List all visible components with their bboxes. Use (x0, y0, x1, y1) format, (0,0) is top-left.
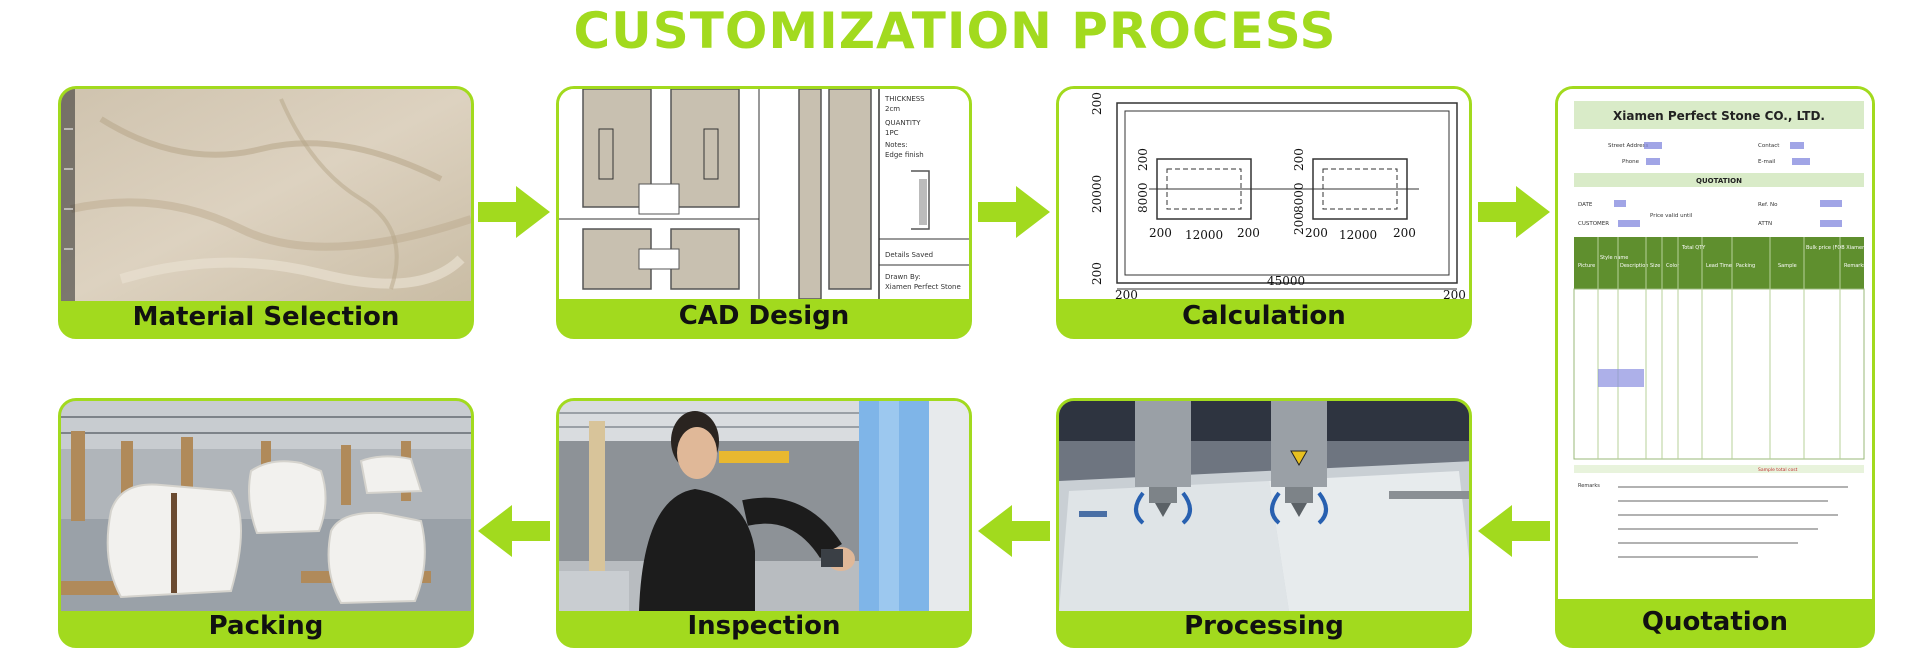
step-label: Material Selection (132, 302, 400, 332)
quotation-company: Xiamen Perfect Stone CO., LTD. (1613, 109, 1825, 123)
dimension-label: 200 (1136, 148, 1150, 171)
dimension-label: 200 (1292, 148, 1306, 171)
arrow-left-icon (478, 505, 550, 557)
step-card-cad-design: THICKNESS 2cm QUANTITY 1PC Notes: Edge f… (556, 86, 972, 339)
dimension-label: 200 (1443, 288, 1466, 299)
cad-note: Drawn By: (885, 273, 921, 281)
quotation-column: Bulk price (FOB Xiamen) (1806, 245, 1867, 251)
packed-slabs-photo (61, 401, 471, 611)
worker-inspecting-photo (559, 401, 969, 611)
dimension-label: 200 (1149, 226, 1172, 240)
dimension-label: 45000 (1267, 274, 1305, 288)
cad-note: Notes: (885, 141, 908, 149)
step-card-processing: Processing (1056, 398, 1472, 648)
quotation-column: Picture (1578, 263, 1595, 269)
quotation-field: DATE (1578, 202, 1593, 208)
dimension-label: 20000 (1090, 175, 1104, 213)
step-card-packing: Packing (58, 398, 474, 648)
step-label: Quotation (1641, 607, 1789, 637)
arrow-left-icon (1478, 505, 1550, 557)
arrow-right-icon (978, 186, 1050, 238)
cad-note: 2cm (885, 105, 900, 113)
marble-slab-photo (61, 89, 471, 301)
step-label: Inspection (687, 611, 841, 641)
dimension-label: 8000 (1136, 182, 1150, 213)
quotation-field: E-mail (1758, 159, 1776, 165)
step-card-calculation: 200 20000 8000 200 200 12000 200 200 800… (1056, 86, 1472, 339)
cad-drawing: THICKNESS 2cm QUANTITY 1PC Notes: Edge f… (559, 89, 969, 299)
quotation-document: Xiamen Perfect Stone CO., LTD. Street Ad… (1558, 89, 1872, 599)
step-card-material-selection: Material Selection (58, 86, 474, 339)
quotation-field: ATTN (1758, 221, 1772, 227)
quotation-column: Description (1620, 263, 1648, 269)
cnc-cutting-photo (1059, 401, 1469, 611)
dimension-label: 200 (1305, 226, 1328, 240)
quotation-column: Color (1666, 263, 1680, 269)
dimension-label: 12000 (1185, 228, 1223, 242)
arrow-right-icon (478, 186, 550, 238)
arrow-left-icon (978, 505, 1050, 557)
arrow-right-icon (1478, 186, 1550, 238)
step-label: Packing (208, 611, 324, 641)
quotation-field: CUSTOMER (1578, 221, 1609, 227)
quotation-heading: QUOTATION (1696, 177, 1742, 185)
dimension-label: 200 (1393, 226, 1416, 240)
cad-note: 1PC (885, 129, 899, 137)
step-card-quotation: Xiamen Perfect Stone CO., LTD. Street Ad… (1555, 86, 1875, 648)
dimension-label: 12000 (1339, 228, 1377, 242)
quotation-column: Style name (1600, 255, 1628, 261)
quotation-column: Lead Time (1706, 263, 1732, 269)
dimension-label: 8000 (1292, 182, 1306, 213)
step-label: Calculation (1182, 301, 1346, 331)
quotation-field: Contact (1758, 143, 1780, 149)
step-label: CAD Design (678, 301, 850, 331)
quotation-column: Total QTY (1681, 245, 1706, 251)
cad-note: THICKNESS (884, 95, 925, 103)
cad-note: QUANTITY (885, 119, 921, 127)
cad-note: Xiamen Perfect Stone (885, 283, 961, 291)
step-card-inspection: Inspection (556, 398, 972, 648)
dimension-drawing: 200 20000 8000 200 200 12000 200 200 800… (1059, 89, 1469, 299)
page-title: CUSTOMIZATION PROCESS (573, 2, 1337, 60)
quotation-column: Size (1650, 263, 1660, 269)
dimension-label: 200 (1292, 212, 1306, 235)
quotation-field: Ref. No (1758, 202, 1778, 208)
cad-note: Edge finish (885, 151, 924, 159)
step-label: Processing (1184, 611, 1344, 641)
dimension-label: 200 (1090, 92, 1104, 115)
quotation-remarks: Remarks (1578, 483, 1600, 489)
quotation-total: Sample total cost (1758, 467, 1798, 473)
quotation-field: Street Address (1608, 143, 1648, 149)
dimension-label: 200 (1115, 288, 1138, 299)
quotation-column: Packing (1736, 263, 1755, 269)
quotation-field: Phone (1622, 159, 1640, 165)
quotation-field: Price valid until (1650, 213, 1693, 219)
quotation-column: Sample (1778, 263, 1797, 269)
cad-note: Details Saved (885, 251, 933, 259)
dimension-label: 200 (1237, 226, 1260, 240)
dimension-label: 200 (1090, 262, 1104, 285)
quotation-column: Remarks (1844, 263, 1866, 269)
